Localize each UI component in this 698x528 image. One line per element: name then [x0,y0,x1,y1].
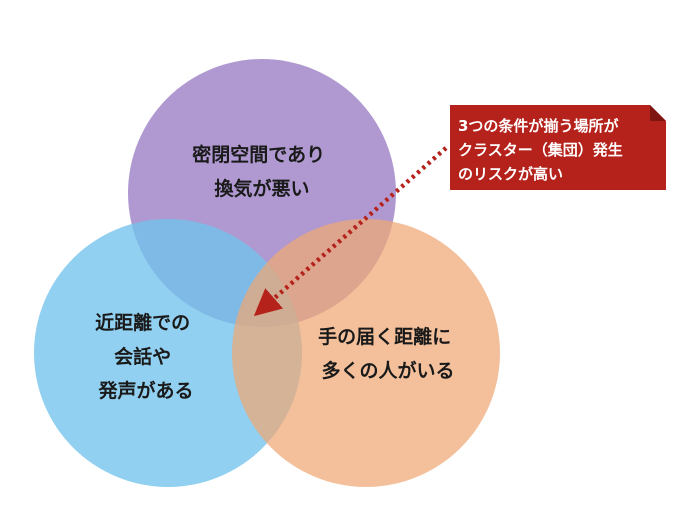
circle-close-contact [34,219,302,487]
circle-crowded-place [232,219,500,487]
callout-box: 3つの条件が揃う場所が クラスター（集団）発生 のリスクが高い [450,105,666,190]
callout-shape [450,105,666,190]
circle-label-close-contact: 近距離での 会話や 発声がある [95,311,197,402]
circle-label-closed-space: 密閉空間であり 換気が悪い [192,143,331,200]
circle-label-crowded-place: 手の届く距離に 多くの人がいる [318,325,458,382]
callout-text: 3つの条件が揃う場所が クラスター（集団）発生 のリスクが高い [458,117,628,183]
callout-arrow [253,146,448,317]
callout-fold [650,105,666,121]
